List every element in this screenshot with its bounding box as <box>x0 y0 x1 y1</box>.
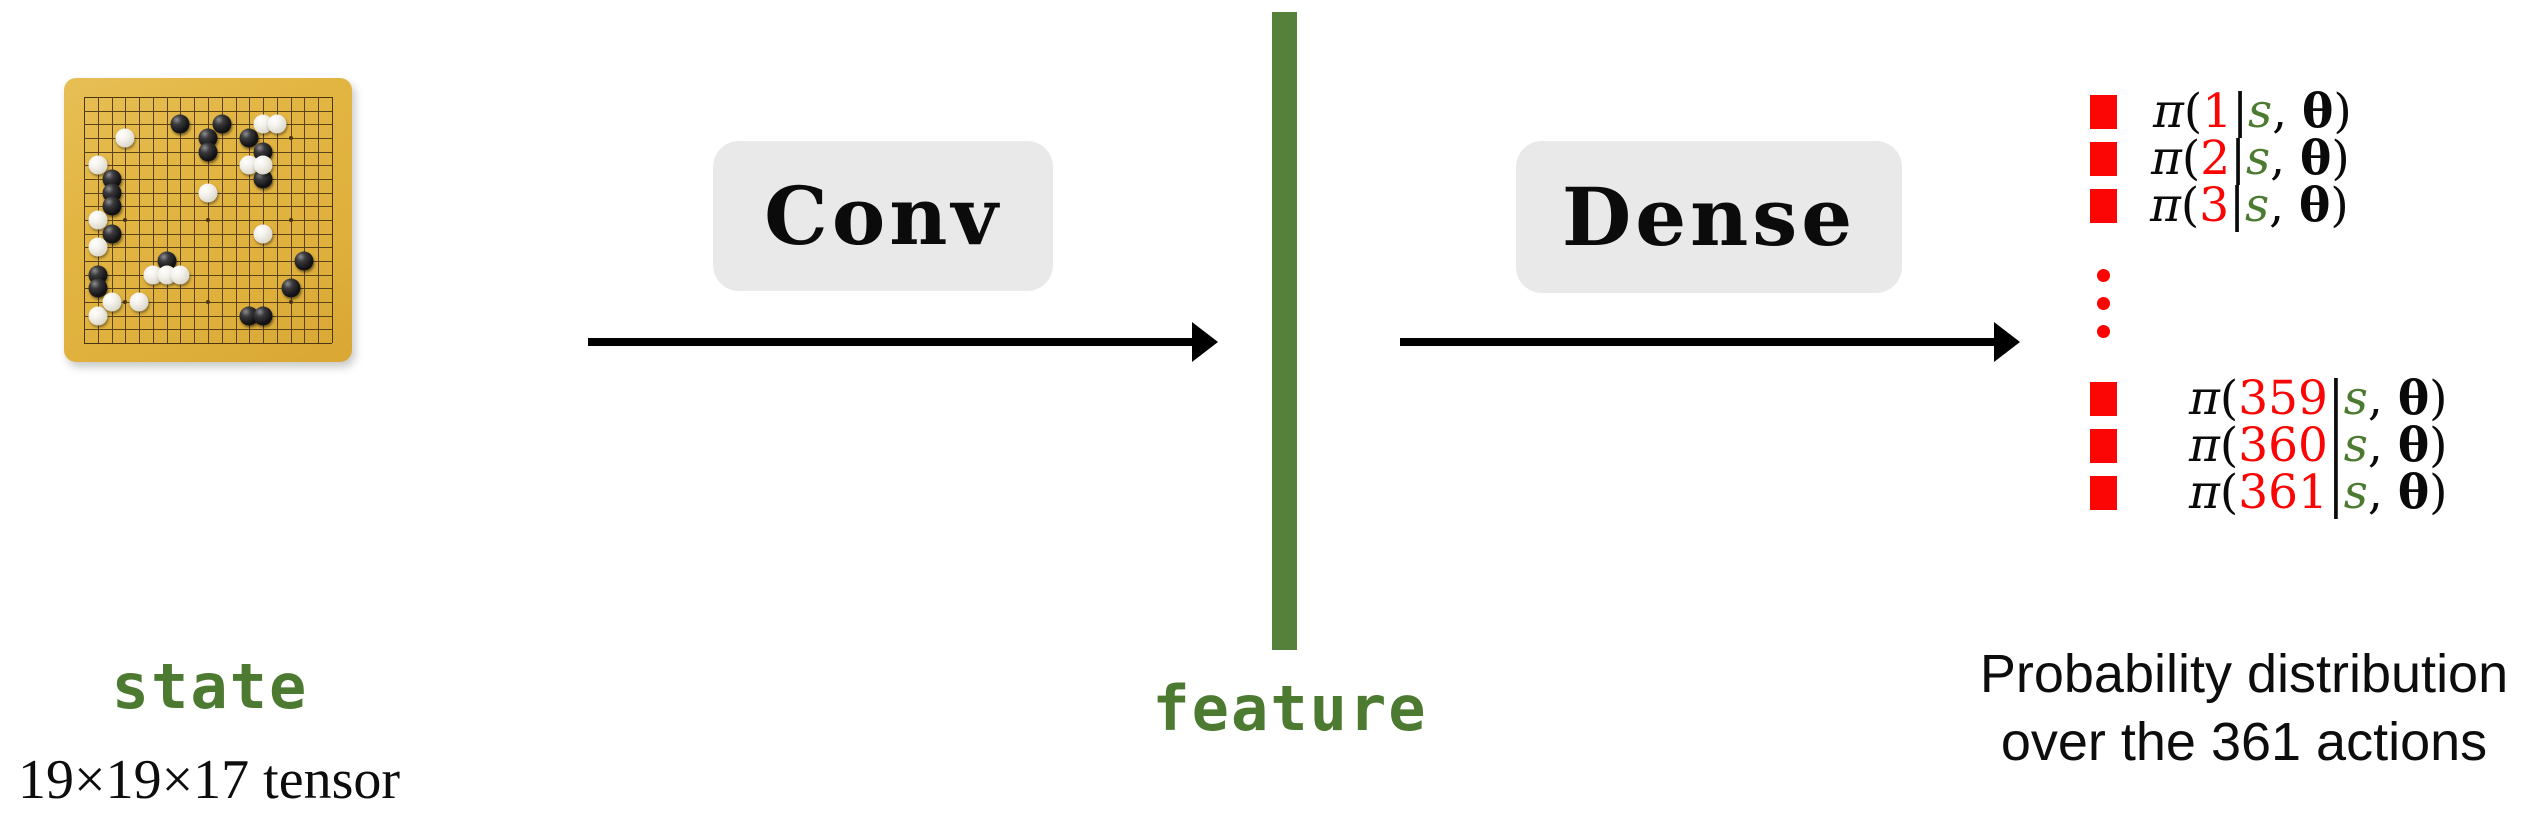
probability-formula: π(360|s, θ) <box>2189 418 2448 473</box>
ellipsis-dot <box>2097 296 2110 310</box>
white-stone <box>170 265 190 285</box>
probability-row: π(1|s, θ) <box>2090 88 2536 135</box>
probability-bar-swatch <box>2090 141 2117 176</box>
spacer <box>2090 229 2536 257</box>
dense-layer-box[interactable]: Dense <box>1516 141 1902 293</box>
probability-formula: π(1|s, θ) <box>2153 84 2352 139</box>
output-caption: Probability distribution over the 361 ac… <box>1952 640 2536 776</box>
black-stone <box>253 306 273 326</box>
feature-vector-bar <box>1272 12 1297 650</box>
probability-row: π(361|s, θ) <box>2090 469 2536 516</box>
conv-layer-box[interactable]: Conv <box>713 141 1053 291</box>
probability-bar-swatch <box>2090 188 2117 223</box>
white-stone <box>253 155 273 175</box>
ellipsis-dot <box>2097 324 2110 338</box>
white-stone <box>88 210 108 230</box>
black-stone <box>239 128 259 148</box>
black-stone <box>294 251 314 271</box>
probability-bar-swatch <box>2090 94 2117 129</box>
star-point <box>206 218 210 222</box>
output-caption-line-2: over the 361 actions <box>2000 712 2488 773</box>
black-stone <box>88 278 108 298</box>
probability-row: π(2|s, θ) <box>2090 135 2536 182</box>
grid-line-horizontal <box>84 329 332 331</box>
white-stone <box>267 114 287 134</box>
star-point <box>206 300 210 304</box>
black-stone <box>102 196 122 216</box>
probability-row: π(3|s, θ) <box>2090 182 2536 229</box>
grid-line-vertical <box>332 97 333 343</box>
black-stone <box>212 114 232 134</box>
state-label: state <box>111 650 309 723</box>
probability-bar-swatch <box>2090 381 2117 416</box>
probability-formula: π(3|s, θ) <box>2150 178 2349 233</box>
probability-row: π(359|s, θ) <box>2090 375 2536 422</box>
black-stone <box>253 169 273 189</box>
grid-line-horizontal <box>84 247 332 249</box>
grid-line-vertical <box>235 97 237 343</box>
star-point <box>288 300 293 304</box>
black-stone <box>198 142 218 162</box>
black-stone <box>170 114 190 134</box>
star-point <box>123 218 128 222</box>
star-point <box>123 300 128 304</box>
arrow-state-to-feature <box>588 322 1218 362</box>
grid-line-horizontal <box>84 261 332 262</box>
ellipsis-dot <box>2097 268 2110 282</box>
white-stone <box>115 128 135 148</box>
star-point <box>288 136 293 140</box>
grid-line-vertical <box>221 97 223 343</box>
white-stone <box>88 237 108 257</box>
white-stone <box>88 306 108 326</box>
probability-bar-swatch <box>2090 475 2117 510</box>
grid-line-horizontal <box>84 233 332 235</box>
arrow-feature-to-output <box>1400 322 2020 362</box>
white-stone <box>88 155 108 175</box>
arrow-head-icon <box>1192 322 1218 362</box>
output-caption-line-1: Probability distribution <box>1979 644 2509 704</box>
grid-line-horizontal <box>84 274 332 276</box>
vertical-ellipsis-icon <box>2090 257 2536 349</box>
output-probability-list: π(1|s, θ) π(2|s, θ) π(3|s, θ) π(359|s, θ… <box>2090 88 2536 516</box>
go-board-grid <box>84 97 333 344</box>
grid-line-horizontal <box>84 343 332 344</box>
star-point <box>288 218 293 222</box>
grid-line-horizontal <box>84 315 332 317</box>
go-board <box>64 78 352 362</box>
black-stone <box>281 278 301 298</box>
state-tensor-caption: 19×19×17 tensor <box>18 749 401 811</box>
grid-line-vertical <box>249 97 251 343</box>
probability-formula: π(2|s, θ) <box>2151 131 2350 186</box>
probability-formula: π(361|s, θ) <box>2189 465 2448 520</box>
grid-line-vertical <box>276 97 278 343</box>
white-stone <box>129 292 149 312</box>
grid-line-vertical <box>318 97 320 343</box>
probability-formula: π(359|s, θ) <box>2189 371 2448 426</box>
black-stone <box>102 224 122 244</box>
arrow-shaft <box>588 338 1192 346</box>
grid-line-vertical <box>263 97 265 343</box>
grid-line-horizontal <box>84 288 332 290</box>
arrow-head-icon <box>1994 322 2020 362</box>
probability-row: π(360|s, θ) <box>2090 422 2536 469</box>
white-stone <box>253 224 273 244</box>
arrow-shaft <box>1400 338 1994 346</box>
grid-line-vertical <box>304 97 306 343</box>
feature-label: feature <box>1152 672 1428 745</box>
go-board-container <box>64 78 352 362</box>
white-stone <box>198 183 218 203</box>
white-stone <box>102 292 122 312</box>
probability-bar-swatch <box>2090 428 2117 463</box>
